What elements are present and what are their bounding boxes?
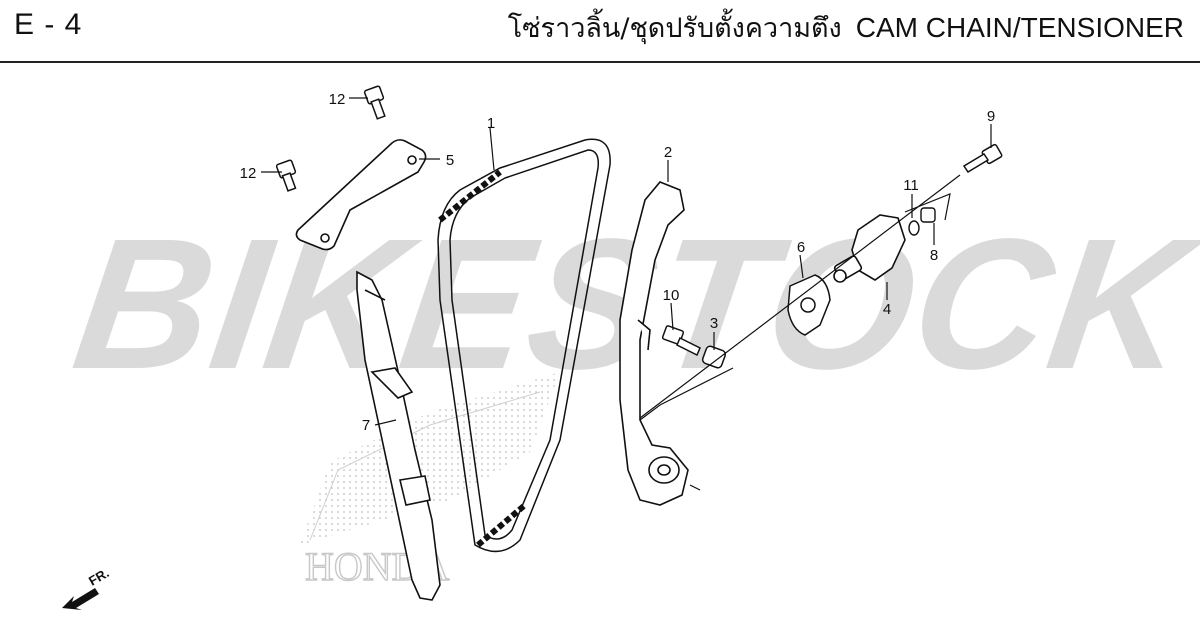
diagram-title: โซ่ราวลิ้น/ชุดปรับตั้งความตึง CAM CHAIN/T… [508,6,1184,49]
front-direction-arrow-icon: FR. [62,565,112,610]
part-6-gasket [787,274,831,336]
callout-3: 3 [710,315,718,332]
front-direction-label: FR. [86,565,112,588]
callout-9: 9 [987,108,995,125]
callout-12-upper: 12 [329,91,346,108]
callout-1: 1 [487,115,495,132]
title-thai: โซ่ราวลิ้น/ชุดปรับตั้งความตึง [507,13,842,44]
part-8-bolt [920,207,936,223]
header-rule [0,61,1200,63]
part-5-guide-plate [295,139,427,251]
part-12-bolt-upper [363,85,386,120]
part-11-washer [908,220,920,236]
title-english: CAM CHAIN/TENSIONER [855,12,1184,43]
leader-lines [261,97,992,491]
callout-6: 6 [797,239,805,256]
callout-11: 11 [903,177,919,194]
part-2-tensioner-arm [619,181,689,506]
callout-4: 4 [883,301,891,318]
part-10-bolt [661,325,701,357]
part-3-collar [701,345,727,369]
part-1-cam-chain [437,138,611,553]
part-7-chain-guide [356,270,441,601]
part-4-tensioner-lifter [833,214,906,283]
callout-5: 5 [446,152,454,169]
callout-10: 10 [663,287,680,304]
part-12-bolt-lower [275,159,297,192]
callout-8: 8 [930,247,938,264]
callout-12-lower: 12 [240,165,257,182]
diagram-code: E - 4 [14,8,83,41]
callout-2: 2 [664,144,672,161]
part-9-bolt [962,143,1003,174]
callout-7: 7 [362,417,370,434]
